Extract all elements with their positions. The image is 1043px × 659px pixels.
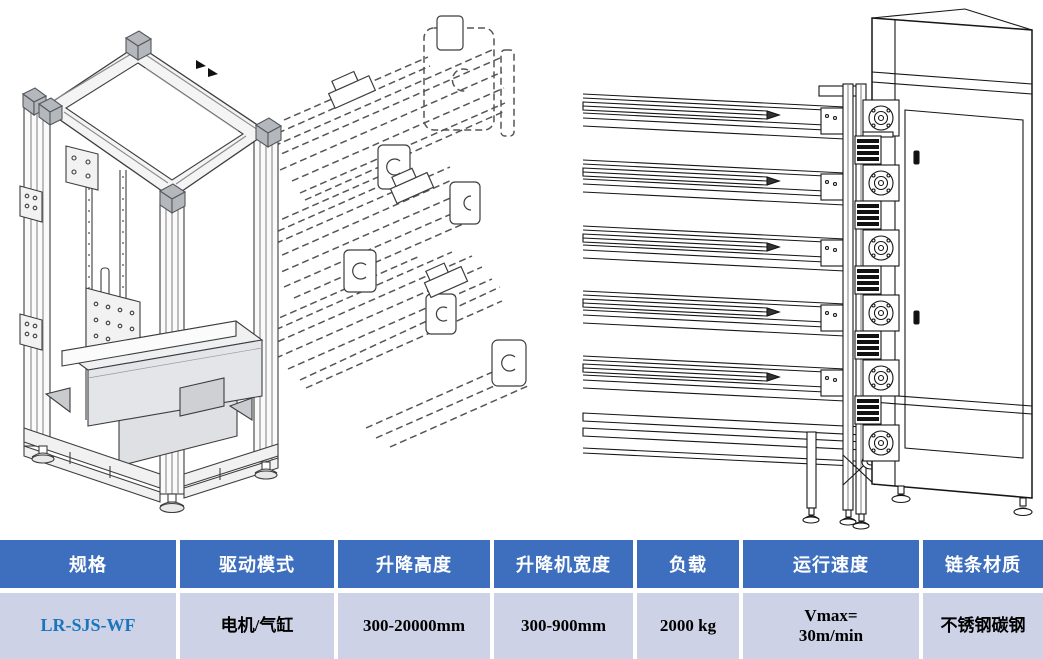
gear-motor	[862, 229, 900, 267]
cell-load: 2000 kg	[637, 593, 739, 659]
cell-lifter-width: 300-900mm	[494, 593, 633, 659]
header-cell-load: 负载	[637, 540, 739, 588]
cell-chain-material: 不锈钢碳钢	[923, 593, 1043, 659]
leveling-feet	[802, 485, 1033, 530]
gear-motor	[862, 359, 900, 397]
gear-motor	[862, 99, 900, 138]
header-cell-drive-mode: 驱动模式	[180, 540, 334, 588]
header-cell-chain-material: 链条材质	[923, 540, 1043, 588]
header-cell-lifter-width: 升降机宽度	[494, 540, 633, 588]
base-rails	[582, 412, 886, 468]
leveling-feet	[31, 445, 278, 514]
brake-unit	[854, 135, 882, 165]
cell-model-code: LR-SJS-WF	[0, 593, 176, 659]
frame-lift-isometric-drawing	[19, 15, 531, 514]
header-cell-speed: 运行速度	[743, 540, 919, 588]
cell-speed: Vmax= 30m/min	[743, 593, 919, 659]
fork-rails	[582, 93, 886, 468]
cell-lift-height: 300-20000mm	[338, 593, 490, 659]
cell-drive-mode: 电机/气缸	[180, 593, 334, 659]
header-cell-lift-height: 升降高度	[338, 540, 490, 588]
cabinet-fork-lift-drawing	[582, 8, 1033, 530]
brake-unit	[854, 330, 882, 360]
header-cell-spec: 规格	[0, 540, 176, 588]
brake-unit	[854, 200, 882, 230]
gear-motor	[862, 424, 900, 462]
brake-unit	[854, 395, 882, 425]
gear-motor	[862, 164, 900, 202]
conveyor-arms	[255, 27, 531, 448]
lift-platform	[60, 320, 264, 467]
lift-frame	[19, 30, 283, 514]
gear-motor	[862, 294, 900, 332]
drive-motors	[854, 99, 900, 462]
brake-unit	[854, 265, 882, 295]
arm-hook-plates	[327, 15, 527, 387]
spec-table: 规格 驱动模式 升降高度 升降机宽度 负载 运行速度 链条材质 LR-SJS-W…	[0, 540, 1043, 659]
